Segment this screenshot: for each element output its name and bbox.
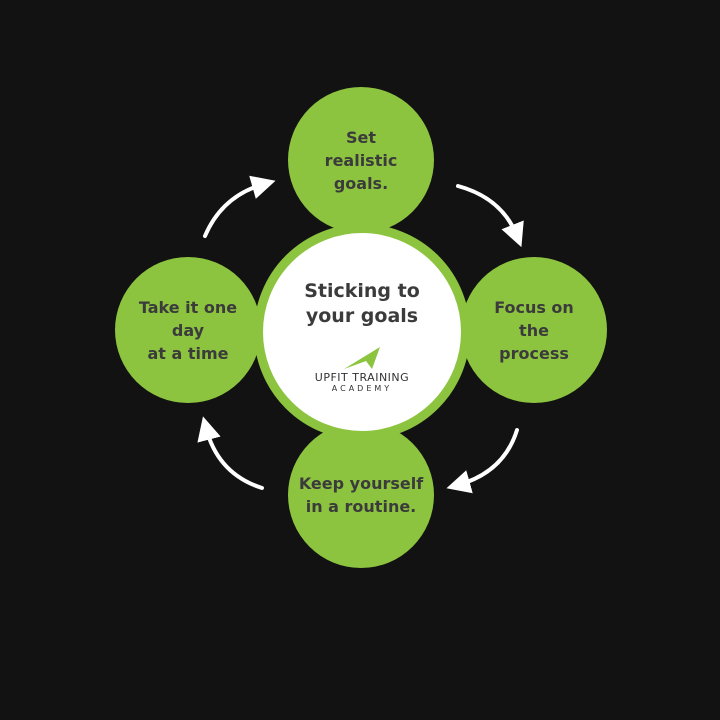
arrow-top-right xyxy=(456,184,524,248)
paper-plane-icon xyxy=(343,347,380,369)
arrow-bottom-right xyxy=(446,428,519,494)
step-label: Set realistic goals. xyxy=(324,127,398,193)
step-label: Take it one day at a time xyxy=(138,297,238,363)
center-title: Sticking to your goals xyxy=(304,280,420,327)
arrow-top-left xyxy=(203,175,276,238)
step-routine: Keep yourself in a routine. xyxy=(288,422,434,568)
center-circle: Sticking to your goals UPFIT TRAINING AC… xyxy=(254,224,470,440)
step-label: Focus on the process xyxy=(494,297,574,363)
step-label: Keep yourself in a routine. xyxy=(298,474,424,516)
logo-line1: UPFIT TRAINING xyxy=(314,371,410,384)
step-set-goals: Set realistic goals. xyxy=(288,87,434,233)
step-focus-process: Focus on the process xyxy=(461,257,607,403)
step-one-day: Take it one day at a time xyxy=(115,257,261,403)
logo-line2: ACADEMY xyxy=(331,384,393,393)
upfit-logo: UPFIT TRAINING ACADEMY xyxy=(315,345,409,394)
arrow-bottom-left xyxy=(197,416,264,490)
